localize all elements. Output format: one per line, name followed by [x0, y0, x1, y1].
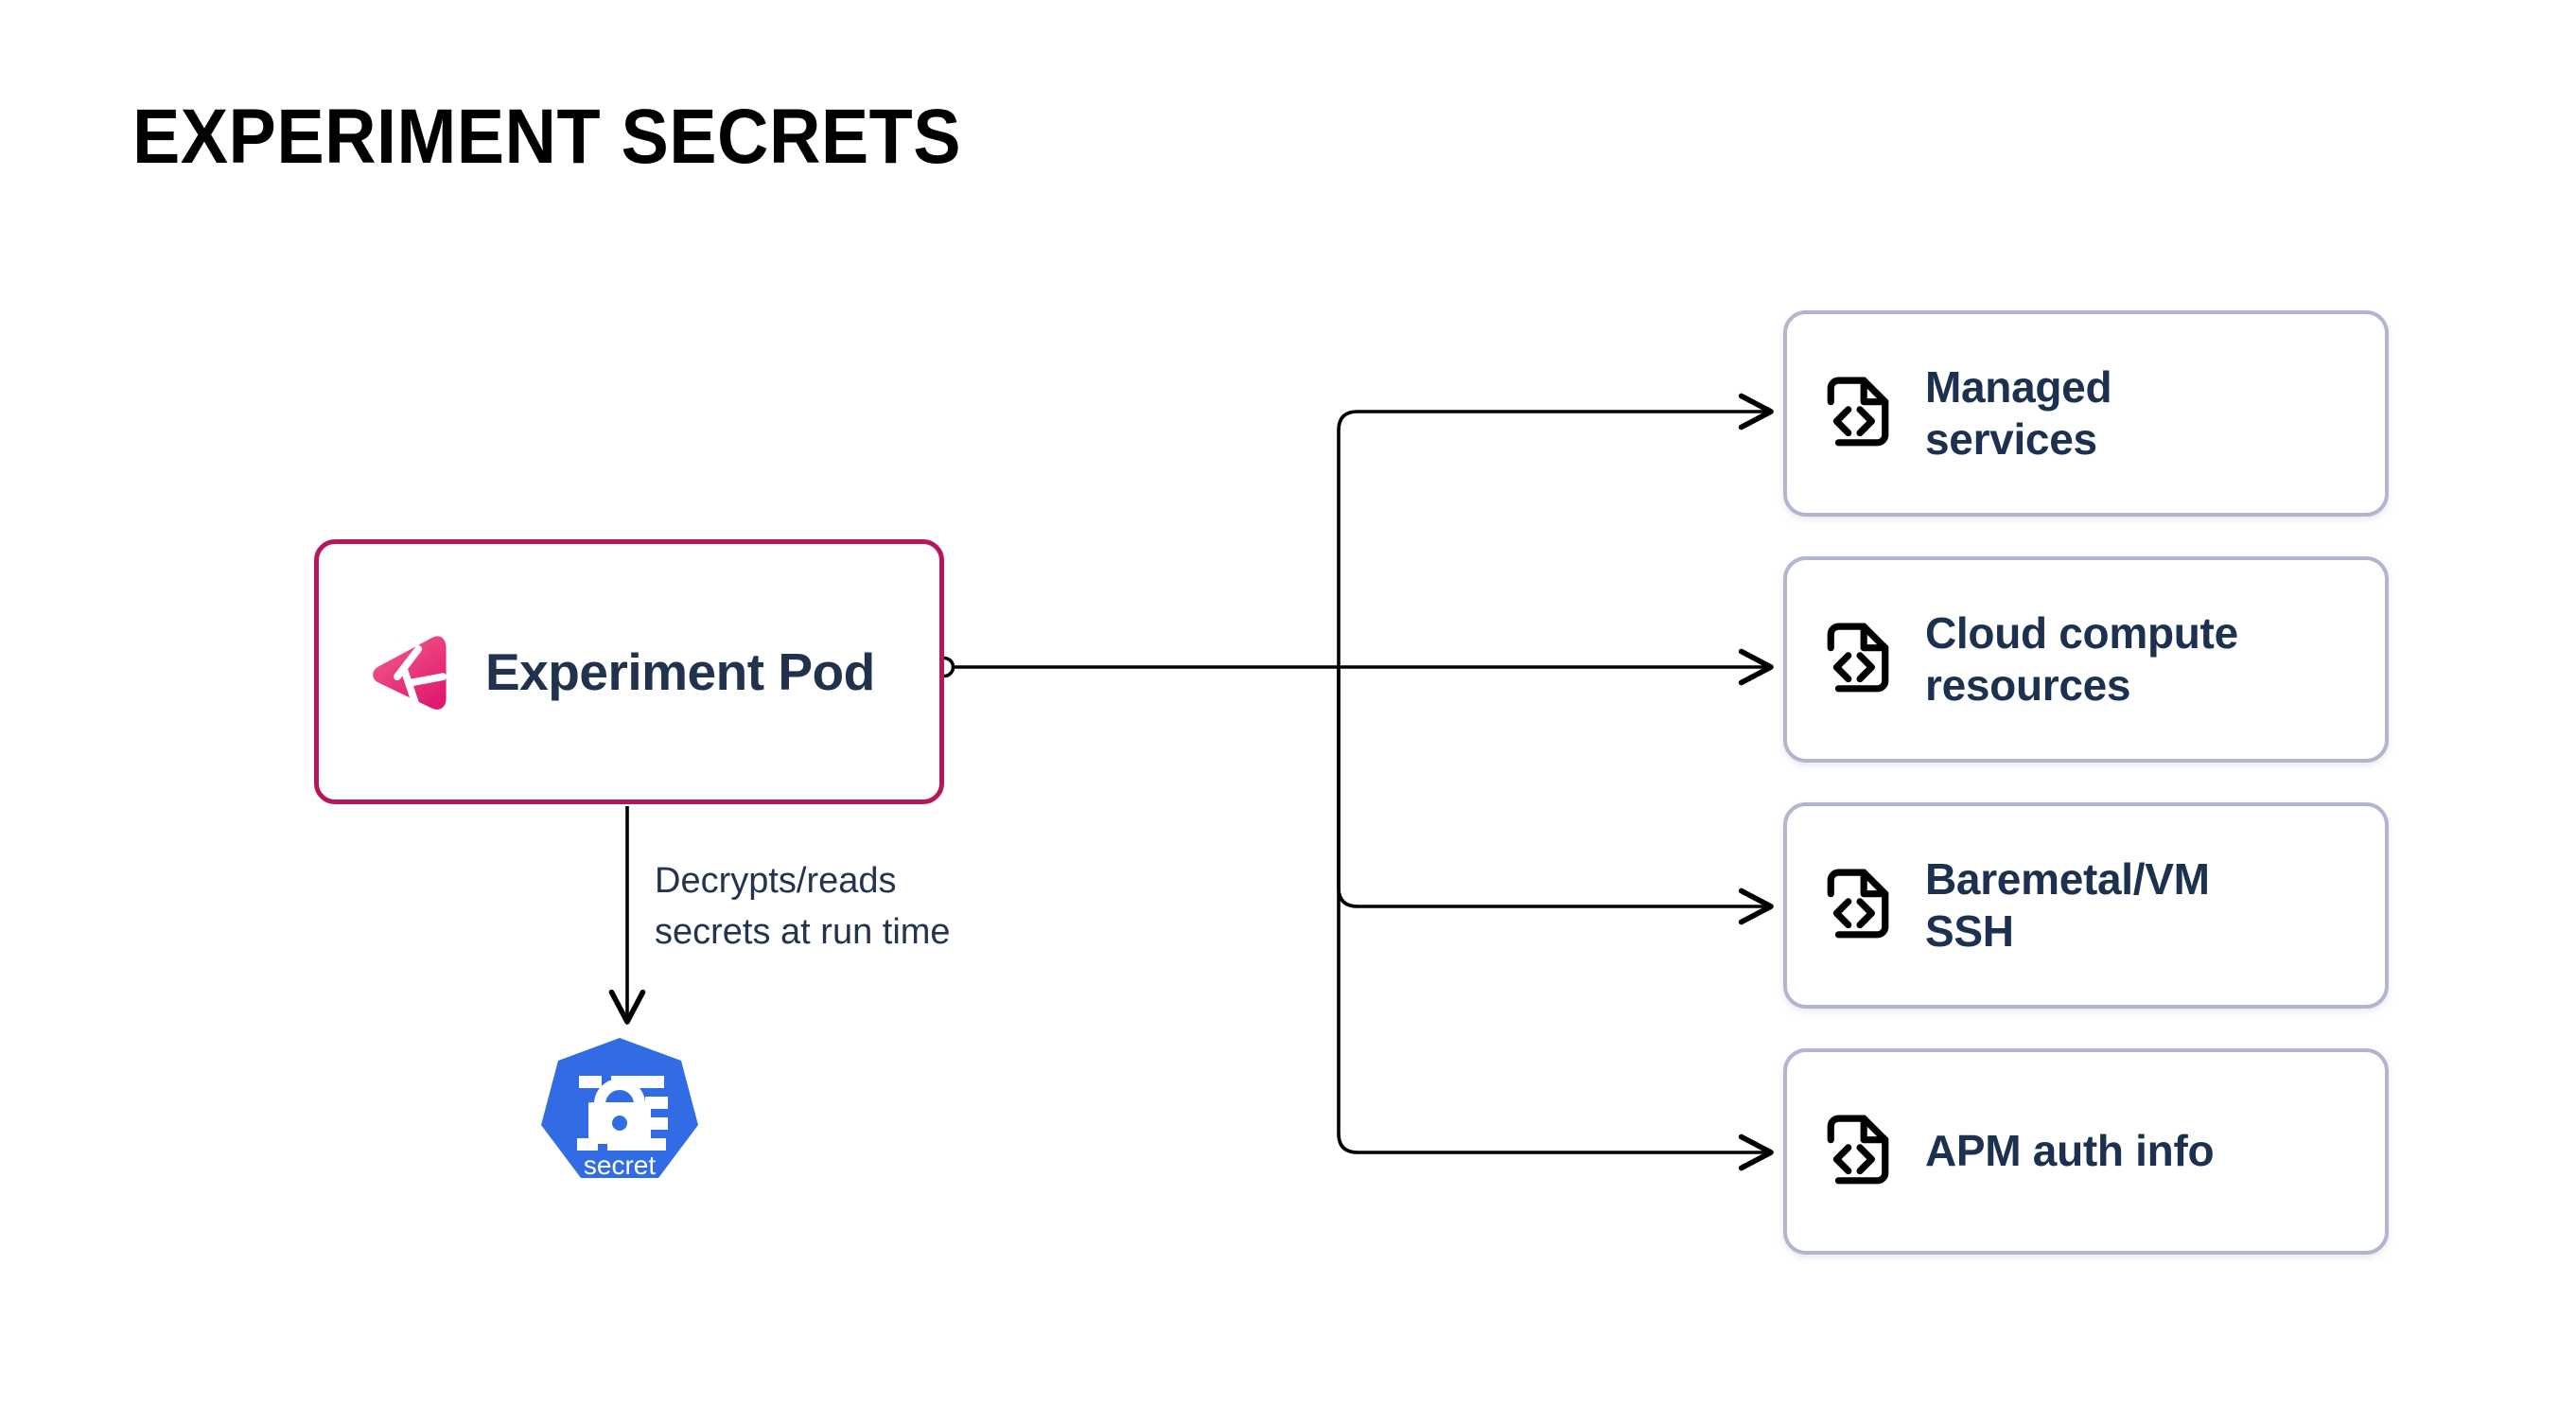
target-card-label-line1: Cloud compute: [1925, 607, 2238, 658]
target-card-label-line2: resources: [1925, 660, 2131, 710]
gremlin-logo-icon: [373, 636, 447, 710]
target-card-label-line1: APM auth info: [1925, 1126, 2215, 1176]
experiment-pod-node[interactable]: Experiment Pod: [314, 539, 944, 804]
page-title: EXPERIMENT SECRETS: [132, 94, 961, 180]
kubernetes-secret-node[interactable]: secret: [539, 1036, 700, 1197]
target-card-label: APM auth info: [1925, 1125, 2215, 1177]
code-file-icon: [1827, 377, 1889, 447]
code-file-icon: [1827, 1115, 1889, 1185]
edge-branch-managed-services: [1337, 393, 1774, 667]
target-card-label: Managed services: [1925, 361, 2112, 466]
target-card-baremetal-vm-ssh[interactable]: Baremetal/VM SSH: [1783, 802, 2389, 1009]
target-card-label-line1: Baremetal/VM: [1925, 853, 2210, 904]
code-file-icon: [1827, 623, 1889, 693]
edge-pod-to-branch: [933, 656, 1339, 678]
experiment-pod-label: Experiment Pod: [485, 642, 875, 701]
kubernetes-secret-icon: secret: [541, 1038, 698, 1180]
target-card-label: Baremetal/VM SSH: [1925, 853, 2210, 958]
secret-edge-annotation: Decrypts/reads secrets at run time: [655, 861, 951, 952]
target-card-label-line1: Managed: [1925, 361, 2112, 412]
target-card-cloud-compute-resources[interactable]: Cloud compute resources: [1783, 556, 2389, 763]
code-file-icon: [1827, 869, 1889, 939]
target-card-label: Cloud compute resources: [1925, 607, 2238, 712]
svg-text:secret: secret: [584, 1151, 656, 1180]
target-card-label-line2: services: [1925, 414, 2097, 464]
target-card-managed-services[interactable]: Managed services: [1783, 310, 2389, 517]
target-card-apm-auth-info[interactable]: APM auth info: [1783, 1048, 2389, 1255]
target-card-label-line2: SSH: [1925, 906, 2014, 956]
edge-branch-baremetal-ssh: [1337, 667, 1774, 925]
edge-branch-apm-auth: [1337, 667, 1774, 1171]
